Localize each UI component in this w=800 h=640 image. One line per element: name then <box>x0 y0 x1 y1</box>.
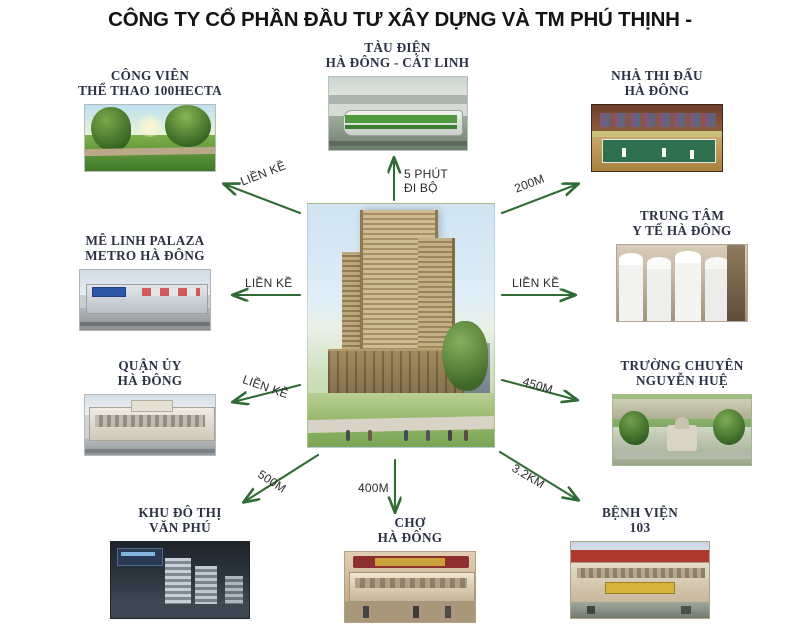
arrow-label-to-benh-vien: 3.2KM <box>509 460 548 492</box>
person-figure <box>448 430 452 441</box>
node-khu-do-thi-van-phu[interactable]: KHU ĐÔ THỊ VĂN PHÚ <box>95 505 265 619</box>
node-label-line1: MÊ LINH PALAZA <box>85 233 205 248</box>
tree-right <box>442 321 488 391</box>
node-caption: TRƯỜNG CHUYÊN NGUYỄN HUỆ <box>592 358 772 388</box>
node-cho-ha-dong[interactable]: CHỢ HÀ ĐÔNG <box>325 515 495 623</box>
node-label-line1: CHỢ <box>394 515 426 530</box>
node-caption: TRUNG TÂM Y TẾ HÀ ĐÔNG <box>592 208 772 238</box>
arrow-label-to-quan-uy: LIỀN KỀ <box>240 372 291 402</box>
node-label-line1: TRƯỜNG CHUYÊN <box>620 358 744 373</box>
node-benh-vien-103[interactable]: BỆNH VIỆN 103 <box>555 505 725 619</box>
photo-khu-do-thi-van-phu <box>110 541 250 619</box>
arrow-to-cong-vien <box>224 184 302 215</box>
person-figure <box>464 430 468 441</box>
person-figure <box>368 430 372 441</box>
node-nha-thi-dau[interactable]: NHÀ THI ĐẤU HÀ ĐÔNG <box>572 68 742 172</box>
node-label-line2: HÀ ĐÔNG <box>624 83 690 98</box>
node-trung-tam-y-te[interactable]: TRUNG TÂM Y TẾ HÀ ĐÔNG <box>592 208 772 322</box>
photo-cong-vien-the-thao <box>84 104 216 172</box>
node-label-line1: QUẬN ỦY <box>118 358 182 373</box>
photo-nha-thi-dau <box>591 104 723 172</box>
arrow-label-to-trung-tam-yte: LIỀN KỀ <box>512 276 560 290</box>
photo-truong-chuyen <box>612 394 752 466</box>
photo-trung-tam-y-te <box>616 244 748 322</box>
node-label-line2: HÀ ĐÔNG - CÁT LINH <box>325 55 470 70</box>
photo-quan-uy <box>84 394 216 456</box>
person-figure <box>346 430 350 441</box>
photo-cho-ha-dong <box>344 551 476 623</box>
node-caption: CHỢ HÀ ĐÔNG <box>325 515 495 545</box>
photo-tau-dien <box>327 76 468 151</box>
node-label-line1: TRUNG TÂM <box>639 208 725 223</box>
node-tau-dien[interactable]: TÀU ĐIỆN HÀ ĐÔNG - CÁT LINH <box>310 40 485 151</box>
node-label-line2: HÀ ĐÔNG <box>377 530 443 545</box>
node-label-line2: HÀ ĐÔNG <box>117 373 183 388</box>
center-project-render <box>307 203 495 448</box>
arrow-label-line2: ĐI BỘ <box>404 181 438 195</box>
node-label-line2: METRO HÀ ĐÔNG <box>85 248 205 263</box>
page-title: CÔNG TY CỔ PHẦN ĐẦU TƯ XÂY DỰNG VÀ TM PH… <box>108 8 692 31</box>
node-label-line1: KHU ĐÔ THỊ <box>138 505 222 520</box>
node-label-line2: Y TẾ HÀ ĐÔNG <box>632 223 732 238</box>
node-label-line2: VĂN PHÚ <box>149 520 211 535</box>
node-quan-uy[interactable]: QUẬN ỦY HÀ ĐÔNG <box>65 358 235 456</box>
node-truong-chuyen[interactable]: TRƯỜNG CHUYÊN NGUYỄN HUỆ <box>592 358 772 466</box>
arrow-label-to-van-phu: 500M <box>255 467 289 496</box>
node-label-line2: THỂ THAO 100HECTA <box>78 83 222 98</box>
node-label-line1: BỆNH VIỆN <box>601 505 679 520</box>
node-caption: NHÀ THI ĐẤU HÀ ĐÔNG <box>572 68 742 98</box>
person-figure <box>404 430 408 441</box>
arrow-label-to-tau-dien: 5 PHÚT ĐI BỘ <box>404 167 448 195</box>
node-caption: MÊ LINH PALAZA METRO HÀ ĐÔNG <box>55 233 235 263</box>
node-me-linh-palaza[interactable]: MÊ LINH PALAZA METRO HÀ ĐÔNG <box>55 233 235 331</box>
node-label-line1: NHÀ THI ĐẤU <box>611 68 703 83</box>
person-figure <box>426 430 430 441</box>
node-cong-vien-the-thao[interactable]: CÔNG VIÊN THỂ THAO 100HECTA <box>65 68 235 172</box>
node-caption: QUẬN ỦY HÀ ĐÔNG <box>65 358 235 388</box>
tree-left <box>312 357 346 403</box>
photo-benh-vien-103 <box>570 541 710 619</box>
arrow-label-line1: 5 PHÚT <box>404 167 448 181</box>
node-caption: KHU ĐÔ THỊ VĂN PHÚ <box>95 505 265 535</box>
node-label-line1: CÔNG VIÊN <box>110 68 190 83</box>
node-caption: TÀU ĐIỆN HÀ ĐÔNG - CÁT LINH <box>310 40 485 70</box>
center-project-node[interactable] <box>307 203 495 448</box>
arrow-to-nha-thi-dau <box>500 184 578 215</box>
arrow-label-to-me-linh: LIỀN KỀ <box>245 276 293 290</box>
node-label-line1: TÀU ĐIỆN <box>364 40 431 55</box>
arrow-label-to-nha-thi-dau: 200M <box>512 171 547 196</box>
arrow-label-to-truong-chuyen: 450M <box>520 374 555 397</box>
arrow-label-to-cong-vien: LIỀN KỀ <box>238 158 288 189</box>
node-caption: BỆNH VIỆN 103 <box>555 505 725 535</box>
node-caption: CÔNG VIÊN THỂ THAO 100HECTA <box>65 68 235 98</box>
node-label-line2: 103 <box>629 520 651 535</box>
node-label-line2: NGUYỄN HUỆ <box>635 373 729 388</box>
photo-me-linh-palaza <box>79 269 211 331</box>
arrow-label-to-cho-ha-dong: 400M <box>358 481 389 495</box>
